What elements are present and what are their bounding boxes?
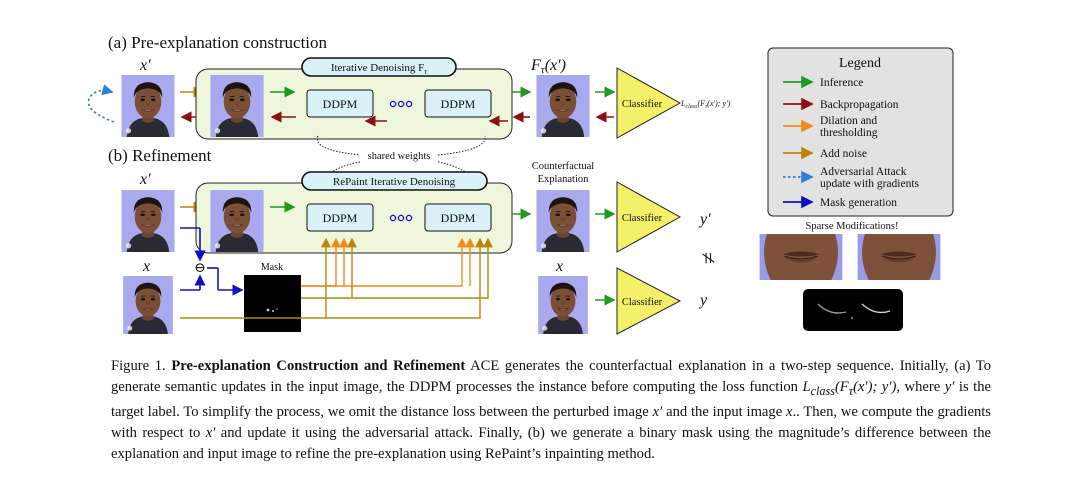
mouth-crop-original <box>759 234 843 280</box>
legend-label-4-line2: update with gradients <box>820 178 920 190</box>
shared-weights-link <box>316 135 361 156</box>
figure-caption: Figure 1. Pre-explanation Construction a… <box>111 358 992 462</box>
svg-text:Fτ(x′): Fτ(x′) <box>530 57 566 76</box>
svg-text:Lclass(Fτ(x′); y′): Lclass(Fτ(x′); y′) <box>680 99 731 110</box>
input-image <box>122 276 174 334</box>
legend-label-5: Mask generation <box>820 197 897 209</box>
svg-text:DDPM: DDPM <box>441 97 476 111</box>
svg-text:Explanation: Explanation <box>538 174 589 185</box>
mouth-crop-counterfactual <box>857 234 941 280</box>
ddpm-box-b1 <box>306 203 374 232</box>
legend-box <box>767 47 954 217</box>
input-image-right <box>537 276 589 334</box>
mask-image <box>244 275 301 332</box>
svg-text:≠: ≠ <box>696 252 721 264</box>
svg-text:Classifier: Classifier <box>622 99 663 110</box>
section-a-title: (a) Pre-explanation construction <box>108 33 328 52</box>
not-equal-sign: ≠ <box>696 252 721 264</box>
svg-text:DDPM: DDPM <box>441 211 476 225</box>
svg-text:Iterative Denoising Fτ: Iterative Denoising Fτ <box>331 62 428 76</box>
noisy-image-bottom <box>209 190 265 252</box>
target-label: y′ <box>698 211 711 228</box>
legend-label-4: Adversarial Attack <box>820 166 907 178</box>
sparse-label: Sparse Modifications! <box>805 221 898 232</box>
ddpm-box-b2 <box>424 203 492 232</box>
svg-text:Classifier: Classifier <box>622 297 663 308</box>
x-input-label: x <box>142 258 150 275</box>
sparse-mask-image <box>803 289 903 331</box>
svg-text:DDPM: DDPM <box>323 211 358 225</box>
legend-label-3: Add noise <box>820 148 867 160</box>
legend-label-2: Dilation and <box>820 115 877 127</box>
section-b-title: (b) Refinement <box>108 146 212 165</box>
x-prime-top-label: x′ <box>139 57 151 74</box>
adversarial-update-arrow <box>87 84 115 123</box>
counterfactual-image <box>535 190 591 252</box>
perturbed-image-bottom <box>120 190 176 252</box>
svg-text:Classifier: Classifier <box>622 213 663 224</box>
svg-text:Counterfactual: Counterfactual <box>532 161 594 172</box>
perturbed-image-top <box>120 75 176 137</box>
repaint-label-box <box>301 171 488 191</box>
x-prime-bottom-label: x′ <box>139 171 151 188</box>
mask-label: Mask <box>261 262 283 273</box>
noisy-image-top <box>209 75 265 137</box>
ddpm-box-a2 <box>424 89 492 118</box>
legend-label-0: Inference <box>820 77 863 89</box>
pre-explanation-image <box>535 75 591 137</box>
classifier-a <box>616 67 682 139</box>
classifier-b2 <box>616 267 682 335</box>
legend-title: Legend <box>839 56 881 71</box>
minus-operator: ⊖ <box>194 261 206 276</box>
legend-label-2-line2: thresholding <box>820 127 878 139</box>
svg-text:DDPM: DDPM <box>323 97 358 111</box>
ddpm-box-a1 <box>306 89 374 118</box>
shared-weights-label: shared weights <box>368 151 431 162</box>
original-label: y <box>698 292 708 309</box>
svg-text:RePaint Iterative Denoising: RePaint Iterative Denoising <box>333 176 456 188</box>
x-output-label: x <box>555 258 563 275</box>
iterative-denoising-label-box <box>301 57 457 77</box>
classifier-b1 <box>616 181 682 253</box>
legend-label-1: Backpropagation <box>820 99 899 111</box>
